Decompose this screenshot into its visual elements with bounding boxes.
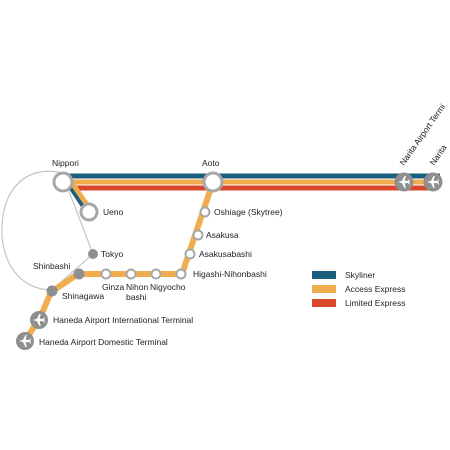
station-ueno[interactable]: [79, 202, 99, 222]
airplane-icon: [427, 176, 439, 188]
legend-swatch-limited-express: [312, 299, 336, 307]
station-shinagawa[interactable]: [46, 285, 58, 297]
station-aoto[interactable]: [202, 171, 224, 193]
legend-label-access-express: Access Express: [345, 284, 405, 294]
label-oshiage: Oshiage (Skytree): [214, 207, 283, 217]
label-aoto: Aoto: [202, 158, 220, 168]
legend-label-limited-express: Limited Express: [345, 298, 405, 308]
airplane-icon: [398, 176, 410, 188]
legend-swatch-skyliner: [312, 271, 336, 279]
station-haneda-domestic[interactable]: [16, 332, 34, 350]
label-tokyo: Tokyo: [101, 249, 123, 259]
station-ginza[interactable]: [100, 268, 112, 280]
label-ginza: Ginza: [102, 282, 124, 292]
station-nippori[interactable]: [52, 171, 74, 193]
label-higashi-nihonbashi: Higashi-Nihonbashi: [193, 269, 267, 279]
label-asakusabashi: Asakusabashi: [199, 249, 252, 259]
station-oshiage[interactable]: [199, 206, 211, 218]
label-nihonbashi-line1: Nihon: [126, 282, 148, 292]
label-ningyocho: Nigyocho: [150, 282, 186, 292]
label-shinbashi: Shinbashi: [33, 261, 70, 271]
legend-swatch-access-express: [312, 285, 336, 293]
station-narita-t1[interactable]: [423, 172, 443, 192]
station-shinbashi[interactable]: [73, 268, 85, 280]
airplane-icon: [33, 314, 45, 326]
legend-item-access-express: Access Express: [312, 284, 405, 294]
legend-item-skyliner: Skyliner: [312, 270, 375, 280]
main-line-trunk: [64, 173, 440, 191]
station-asakusa[interactable]: [192, 229, 204, 241]
label-asakusa: Asakusa: [206, 230, 239, 240]
label-haneda-international: Haneda Airport International Terminal: [53, 315, 193, 325]
label-ueno: Ueno: [103, 207, 124, 217]
station-haneda-international[interactable]: [30, 311, 48, 329]
label-shinagawa: Shinagawa: [62, 291, 104, 301]
legend: Skyliner Access Express Limited Express: [312, 270, 405, 308]
label-nihonbashi-line2: bashi: [126, 292, 146, 302]
airplane-icon: [19, 335, 31, 347]
station-nihonbashi[interactable]: [125, 268, 137, 280]
legend-label-skyliner: Skyliner: [345, 270, 375, 280]
station-ningyocho[interactable]: [150, 268, 162, 280]
station-higashi-nihonbashi[interactable]: [175, 268, 187, 280]
station-asakusabashi[interactable]: [184, 248, 196, 260]
station-tokyo[interactable]: [88, 249, 98, 259]
legend-item-limited-express: Limited Express: [312, 298, 405, 308]
label-nippori: Nippori: [52, 158, 79, 168]
label-haneda-domestic: Haneda Airport Domestic Terminal: [39, 337, 168, 347]
label-narita-t1: Narita: [427, 143, 448, 168]
station-narita-t2[interactable]: [394, 172, 414, 192]
